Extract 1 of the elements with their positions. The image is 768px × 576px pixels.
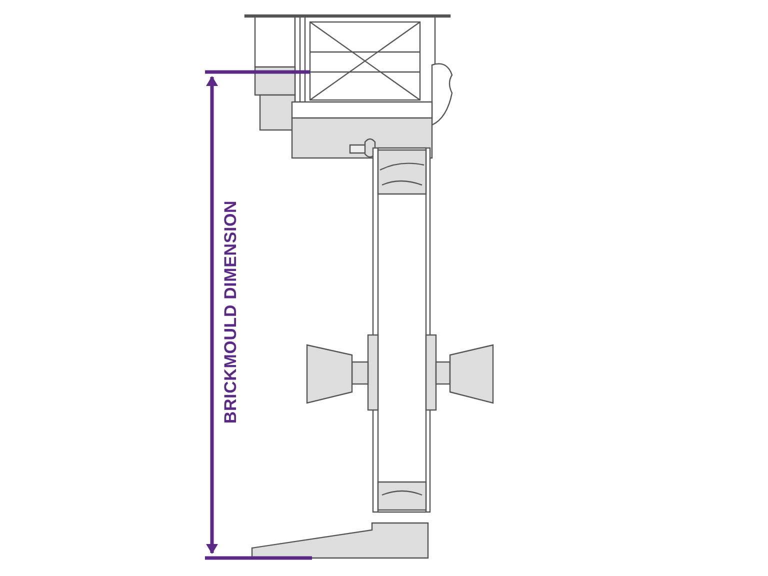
dimension-label: BRICKMOULD DIMENSION	[221, 200, 241, 424]
